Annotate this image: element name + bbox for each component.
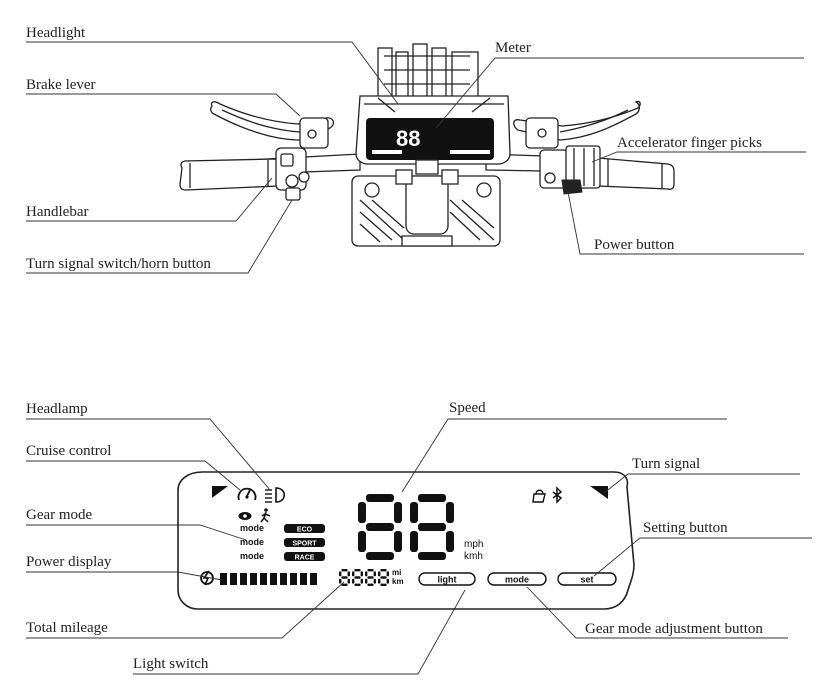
leader-gear-mode bbox=[26, 524, 247, 541]
leader-gear-mode-adjustment bbox=[526, 586, 788, 639]
turn-signal-switch-housing bbox=[275, 147, 310, 201]
mode-label-race: mode bbox=[240, 551, 264, 561]
light-button-label: light bbox=[438, 575, 457, 585]
left-turn-signal-icon bbox=[212, 486, 228, 498]
lock-icon bbox=[532, 489, 546, 503]
meter-housing: 88 bbox=[355, 95, 511, 165]
light-button[interactable]: light bbox=[418, 572, 476, 586]
leader-power-display bbox=[26, 571, 223, 581]
speed-digit bbox=[358, 494, 402, 560]
power-bar-segment bbox=[270, 573, 277, 585]
label-turn-signal: Turn signal bbox=[632, 456, 700, 472]
right-turn-signal-icon bbox=[590, 486, 608, 499]
label-power-button: Power button bbox=[594, 237, 675, 253]
label-accelerator: Accelerator finger picks bbox=[617, 135, 762, 151]
power-bar-segment bbox=[310, 573, 317, 585]
brake-lever-right bbox=[513, 100, 641, 149]
power-bar-segment bbox=[280, 573, 287, 585]
label-speed: Speed bbox=[449, 400, 486, 416]
cruise-control-icon bbox=[237, 487, 257, 501]
power-bar-segment bbox=[300, 573, 307, 585]
label-cruise-control: Cruise control bbox=[26, 443, 111, 459]
label-handlebar: Handlebar bbox=[26, 204, 88, 220]
set-button[interactable]: set bbox=[557, 572, 617, 586]
leader-headlamp bbox=[26, 418, 271, 491]
bottom-callouts: Headlamp Speed Cruise control Turn signa… bbox=[26, 400, 812, 675]
leader-accelerator bbox=[591, 151, 806, 163]
bluetooth-icon bbox=[552, 486, 563, 504]
leader-meter bbox=[435, 57, 804, 129]
power-bar-segment bbox=[230, 573, 237, 585]
leader-speed bbox=[401, 418, 727, 493]
walk-mode-icon bbox=[260, 508, 271, 523]
leader-turn-signal-horn bbox=[26, 199, 293, 274]
power-bar-segment bbox=[250, 573, 257, 585]
mode-label-eco: mode bbox=[240, 523, 264, 533]
headlamp-icon bbox=[265, 487, 286, 503]
mode-button-label: mode bbox=[505, 575, 529, 585]
stem-assembly bbox=[377, 43, 479, 99]
mileage-digit bbox=[352, 569, 363, 586]
leader-total-mileage bbox=[26, 581, 345, 639]
leader-power-button bbox=[567, 191, 804, 255]
label-brake-lever: Brake lever bbox=[26, 77, 96, 93]
eye-icon bbox=[238, 512, 252, 520]
leader-brake-lever bbox=[26, 93, 301, 117]
label-turn-signal-horn: Turn signal switch/horn button bbox=[26, 256, 211, 272]
label-light-switch: Light switch bbox=[133, 656, 209, 672]
leader-headlight bbox=[26, 41, 399, 105]
gear-mode-list: mode ECO mode SPORT mode RACE bbox=[240, 523, 325, 562]
label-gear-mode: Gear mode bbox=[26, 507, 93, 523]
speed-digit bbox=[410, 494, 454, 560]
leader-handlebar bbox=[26, 177, 273, 222]
mode-label-sport: mode bbox=[240, 537, 264, 547]
label-gear-mode-adjustment: Gear mode adjustment button bbox=[585, 621, 763, 637]
power-bar-segment bbox=[260, 573, 267, 585]
accelerator-housing bbox=[539, 145, 601, 195]
leader-cruise-control bbox=[26, 460, 241, 491]
leader-light-switch bbox=[133, 589, 466, 675]
top-callouts: Headlight Meter Brake lever Accelerator … bbox=[26, 25, 806, 274]
speed-unit-kmh: kmh bbox=[464, 551, 483, 562]
mode-name-sport: SPORT bbox=[292, 541, 317, 548]
leader-turn-signal bbox=[603, 473, 800, 494]
mode-button[interactable]: mode bbox=[487, 572, 547, 586]
power-bar-meter bbox=[220, 573, 317, 585]
mileage-unit-mi: mi bbox=[392, 568, 401, 577]
set-button-label: set bbox=[580, 575, 593, 585]
mileage-digit bbox=[365, 569, 376, 586]
mileage-digit bbox=[339, 569, 350, 586]
label-meter: Meter bbox=[495, 40, 531, 56]
power-bar-segment bbox=[220, 573, 227, 585]
power-bar-segment bbox=[290, 573, 297, 585]
brake-lever-left bbox=[210, 101, 335, 149]
speed-unit-mph: mph bbox=[464, 539, 483, 550]
label-headlamp: Headlamp bbox=[26, 401, 88, 417]
leader-setting-button bbox=[593, 537, 812, 577]
svg-text:88: 88 bbox=[396, 126, 420, 151]
mileage-digits bbox=[339, 569, 389, 586]
power-bar-segment bbox=[240, 573, 247, 585]
label-headlight: Headlight bbox=[26, 25, 86, 41]
label-power-display: Power display bbox=[26, 554, 112, 570]
display-panel: mode ECO mode SPORT mode RACE 88 mph kmh… bbox=[177, 471, 635, 610]
label-setting-button: Setting button bbox=[643, 520, 728, 536]
mileage-unit-km: km bbox=[392, 577, 404, 586]
speed-digits bbox=[358, 494, 454, 560]
label-total-mileage: Total mileage bbox=[26, 620, 108, 636]
steering-column bbox=[351, 159, 501, 247]
mileage-digit bbox=[378, 569, 389, 586]
mode-name-race: RACE bbox=[295, 555, 315, 562]
handlebar-illustration: 88 bbox=[179, 43, 675, 247]
mode-name-eco: ECO bbox=[297, 527, 313, 534]
